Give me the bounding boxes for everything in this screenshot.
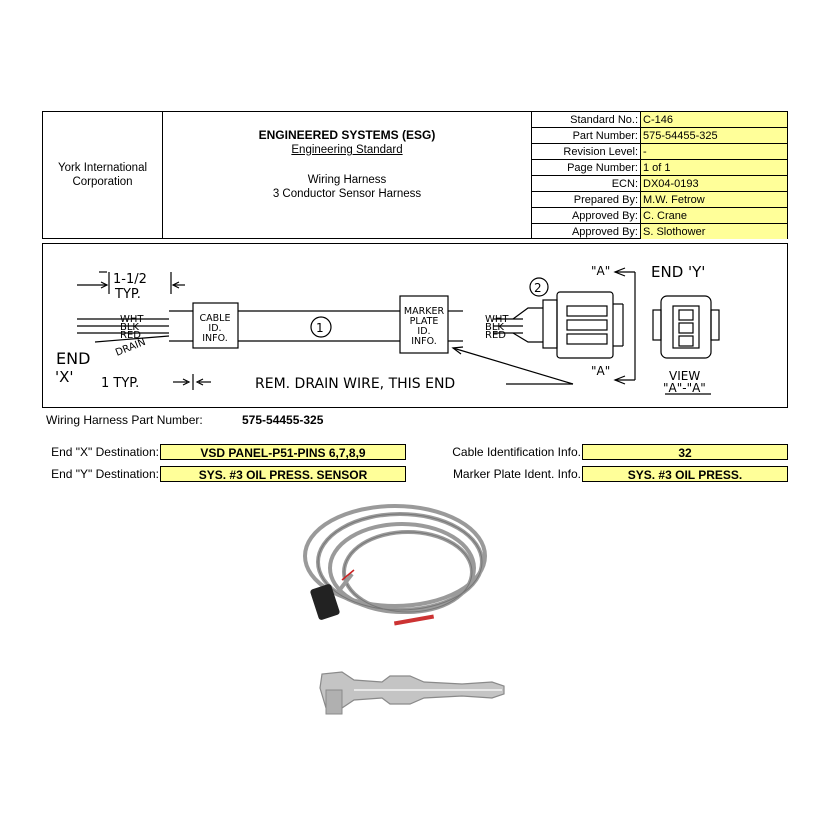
dim-top-typ: TYP. <box>114 287 141 302</box>
harness-part-number: Wiring Harness Part Number: 575-54455-325 <box>46 413 323 427</box>
part-number-label: Wiring Harness Part Number: <box>46 413 203 427</box>
document-title: Wiring Harness <box>307 174 387 186</box>
meta-value: S. Slothower <box>640 223 787 239</box>
wire-label-blk-x: BLK <box>120 322 139 333</box>
title-block: York International Corporation ENGINEERE… <box>42 111 788 239</box>
harness-drawing: 1-1/2 TYP. END 'X' 1 TYP. REM. DRAIN WIR… <box>42 243 788 408</box>
wire-label-wht-x: WHT <box>120 314 144 325</box>
dim-bottom-label: 1 TYP. <box>101 376 139 391</box>
document-heading: ENGINEERED SYSTEMS (ESG) Engineering Sta… <box>163 112 532 238</box>
department-title: ENGINEERED SYSTEMS (ESG) <box>258 128 436 142</box>
meta-row: Standard No.:C-146 <box>532 112 787 128</box>
meta-label: Standard No.: <box>532 112 641 128</box>
wire-label-blk-y: BLK <box>485 322 504 333</box>
marker-plate-ident-value: SYS. #3 OIL PRESS. <box>582 466 788 482</box>
meta-label: ECN: <box>532 175 641 192</box>
meta-row: Revision Level:- <box>532 143 787 160</box>
balloon-1-label: 1 <box>316 321 324 335</box>
end-x-id: 'X' <box>55 368 74 386</box>
marker-line-3: ID. <box>417 326 430 337</box>
company-name: York International Corporation <box>43 112 163 238</box>
end-y-title: END 'Y' <box>651 263 705 281</box>
wire-label-wht-y: WHT <box>485 314 509 325</box>
marker-line-4: INFO. <box>411 336 437 347</box>
end-x-destination-value: VSD PANEL-P51-PINS 6,7,8,9 <box>160 444 406 460</box>
cable-id-line-3: INFO. <box>202 333 228 344</box>
marker-line-1: MARKER <box>404 306 445 317</box>
meta-row: Part Number:575-54455-325 <box>532 127 787 144</box>
document-subtitle: 3 Conductor Sensor Harness <box>272 188 422 200</box>
company-line-2: Corporation <box>72 176 133 188</box>
harness-drawing-svg: 1-1/2 TYP. END 'X' 1 TYP. REM. DRAIN WIR… <box>55 263 720 395</box>
view-label: VIEW <box>669 369 700 383</box>
balloon-2-label: 2 <box>534 281 542 295</box>
view-section-label: "A"-"A" <box>663 381 706 395</box>
meta-value: C. Crane <box>640 207 787 224</box>
part-number-value: 575-54455-325 <box>242 413 324 427</box>
harness-photo <box>303 504 487 626</box>
cable-identification-label: Cable Identification Info. <box>452 445 581 459</box>
meta-value: DX04-0193 <box>640 175 787 192</box>
cable-id-line-1: CABLE <box>200 313 231 324</box>
wire-label-red-x: RED <box>120 330 141 341</box>
meta-label: Prepared By: <box>532 191 641 208</box>
marker-plate-ident-label: Marker Plate Ident. Info. <box>452 467 581 481</box>
cable-identification-value: 32 <box>582 444 788 460</box>
drain-note: REM. DRAIN WIRE, THIS END <box>255 376 455 392</box>
meta-label: Approved By: <box>532 223 641 239</box>
meta-row: Approved By:C. Crane <box>532 207 787 224</box>
meta-label: Part Number: <box>532 127 641 144</box>
meta-value: C-146 <box>640 112 787 128</box>
terminal-photo <box>319 671 505 715</box>
meta-value: M.W. Fetrow <box>640 191 787 208</box>
end-y-destination-value: SYS. #3 OIL PRESS. SENSOR <box>160 466 406 482</box>
meta-value: 575-54455-325 <box>640 127 787 144</box>
marker-line-2: PLATE <box>410 316 439 327</box>
meta-label: Approved By: <box>532 207 641 224</box>
meta-row: Page Number:1 of 1 <box>532 159 787 176</box>
meta-label: Page Number: <box>532 159 641 176</box>
cable-id-line-2: ID. <box>208 323 221 334</box>
standard-type: Engineering Standard <box>291 144 403 156</box>
meta-label: Revision Level: <box>532 143 641 160</box>
dim-top-label: 1-1/2 <box>113 272 147 287</box>
end-x-destination-label: End "X" Destination: <box>51 445 159 459</box>
section-a-top: "A" <box>591 264 610 278</box>
meta-value: 1 of 1 <box>640 159 787 176</box>
meta-row: Prepared By:M.W. Fetrow <box>532 191 787 208</box>
company-line-1: York International <box>57 162 148 174</box>
section-a-bottom: "A" <box>591 364 610 378</box>
wire-label-red-y: RED <box>485 330 506 341</box>
meta-row: ECN:DX04-0193 <box>532 175 787 192</box>
metadata-table: Standard No.:C-146 Part Number:575-54455… <box>532 112 787 239</box>
meta-row: Approved By:S. Slothower <box>532 223 787 239</box>
end-y-destination-label: End "Y" Destination: <box>51 467 159 481</box>
meta-value: - <box>640 143 787 160</box>
end-x-title: END <box>56 349 90 368</box>
connector-photo <box>310 584 340 620</box>
